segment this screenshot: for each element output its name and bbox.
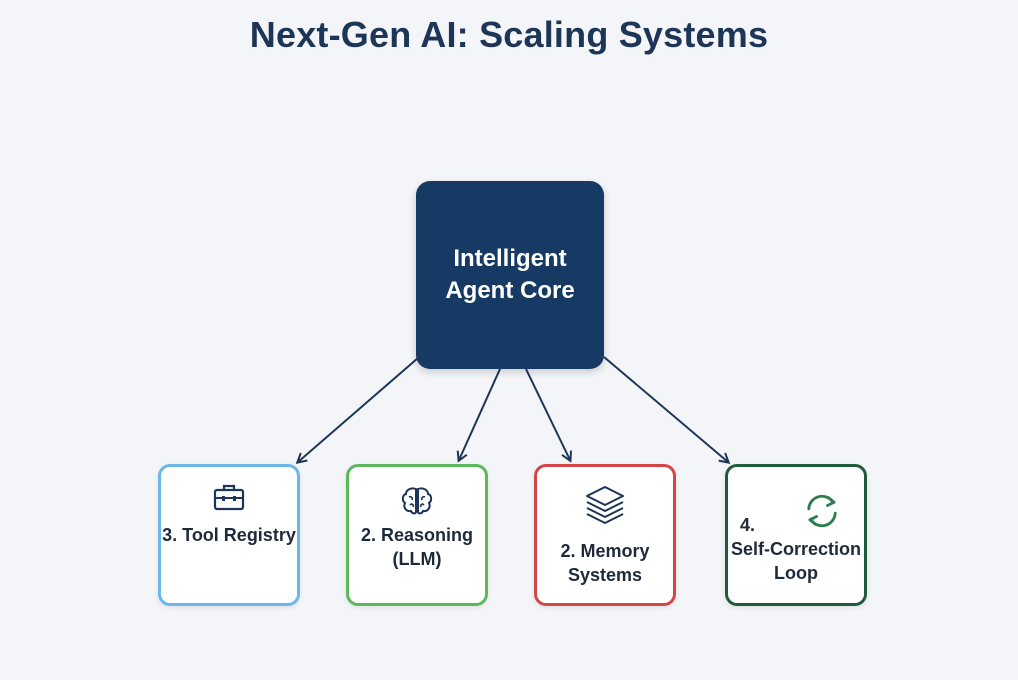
brain-icon: [401, 487, 433, 515]
agent-core-node: Intelligent Agent Core: [416, 181, 604, 369]
agent-core-label: Intelligent Agent Core: [445, 245, 575, 304]
tool-registry-label: 3. Tool Registry: [162, 525, 296, 545]
edge-core-to-reasoning: [459, 368, 501, 460]
toolbox-icon: [213, 484, 245, 511]
edge-core-to-self-correction: [603, 356, 728, 462]
tool-registry-node: 3. Tool Registry: [158, 464, 300, 606]
self-correction-node: 4. Self-Correction Loop: [725, 464, 867, 606]
memory-systems-label: 2. Memory Systems: [560, 541, 650, 585]
edge-core-to-tool-registry: [298, 357, 419, 462]
self-correction-label: 4. Self-Correction Loop: [728, 513, 864, 585]
reasoning-label: 2. Reasoning (LLM): [360, 525, 474, 569]
self-correction-number: 4.: [740, 515, 756, 535]
reasoning-node: 2. Reasoning (LLM): [346, 464, 488, 606]
self-correction-text: Self-Correction Loop: [730, 539, 862, 583]
memory-systems-node: 2. Memory Systems: [534, 464, 676, 606]
refresh-cycle-icon: [807, 494, 837, 528]
layers-stack-icon: [586, 486, 624, 524]
edge-core-to-memory: [525, 368, 570, 460]
diagram-title: Next-Gen AI: Scaling Systems: [249, 14, 769, 55]
